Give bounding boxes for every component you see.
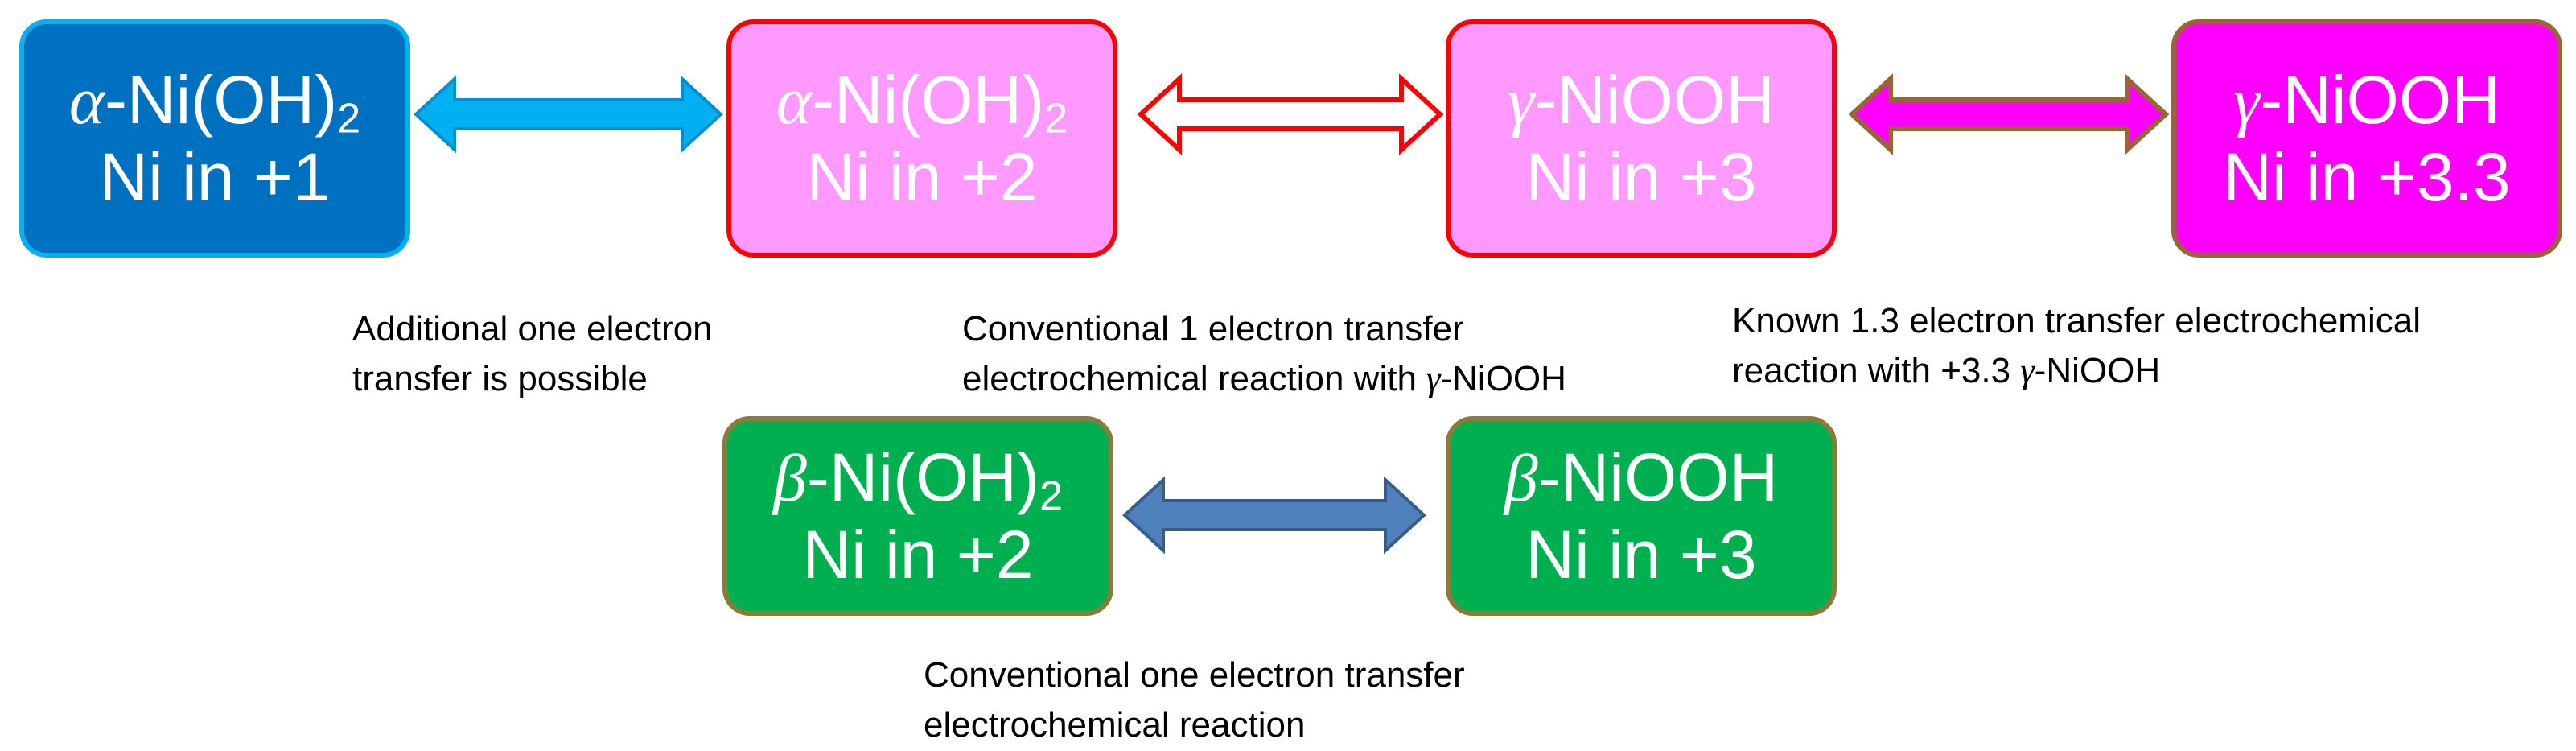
caption-line: electrochemical reaction with γ-NiOOH	[962, 359, 1566, 398]
box-beta-nioh2-ni2: β-Ni(OH)2 Ni in +2	[722, 416, 1113, 616]
caption-additional-electron: Additional one electron transfer is poss…	[352, 304, 713, 404]
caption-line: transfer is possible	[352, 359, 648, 398]
box-gamma-niooh-ni3: γ-NiOOH Ni in +3	[1446, 19, 1837, 258]
arrow-beta2-beta3	[1122, 476, 1426, 555]
box-oxidation-state: Ni in +2	[806, 139, 1038, 215]
caption-line: Known 1.3 electron transfer electrochemi…	[1732, 301, 2421, 340]
caption-line: reaction with +3.3 γ-NiOOH	[1732, 351, 2161, 390]
arrow-alpha2-gamma3	[1137, 73, 1444, 155]
caption-line: Conventional one electron transfer	[924, 655, 1465, 695]
box-formula: γ-NiOOH	[1508, 61, 1775, 138]
box-formula: γ-NiOOH	[2233, 61, 2500, 138]
box-oxidation-state: Ni in +2	[802, 517, 1034, 592]
caption-known-13-electron: Known 1.3 electron transfer electrochemi…	[1732, 296, 2421, 396]
box-alpha-nioh2-ni1: α-Ni(OH)2 Ni in +1	[19, 19, 410, 258]
caption-line: Conventional 1 electron transfer	[962, 309, 1464, 349]
box-formula: β-NiOOH	[1504, 439, 1779, 516]
caption-line: electrochemical reaction	[924, 705, 1306, 745]
caption-line: Additional one electron	[352, 309, 713, 349]
box-oxidation-state: Ni in +3.3	[2223, 139, 2511, 215]
box-alpha-nioh2-ni2: α-Ni(OH)2 Ni in +2	[726, 19, 1117, 258]
box-oxidation-state: Ni in +1	[99, 139, 331, 215]
box-formula: α-Ni(OH)2	[68, 61, 361, 142]
box-oxidation-state: Ni in +3	[1525, 517, 1757, 592]
arrow-alpha1-alpha2	[414, 75, 723, 154]
caption-conventional-one-electron: Conventional one electron transfer elect…	[924, 650, 1465, 750]
box-gamma-niooh-ni33: γ-NiOOH Ni in +3.3	[2171, 19, 2562, 258]
caption-conventional-gamma: Conventional 1 electron transfer electro…	[962, 304, 1566, 404]
box-oxidation-state: Ni in +3	[1525, 139, 1757, 215]
box-beta-niooh-ni3: β-NiOOH Ni in +3	[1446, 416, 1837, 616]
box-formula: α-Ni(OH)2	[776, 61, 1068, 142]
box-formula: β-Ni(OH)2	[772, 439, 1064, 520]
arrow-gamma3-gamma33	[1848, 73, 2170, 155]
